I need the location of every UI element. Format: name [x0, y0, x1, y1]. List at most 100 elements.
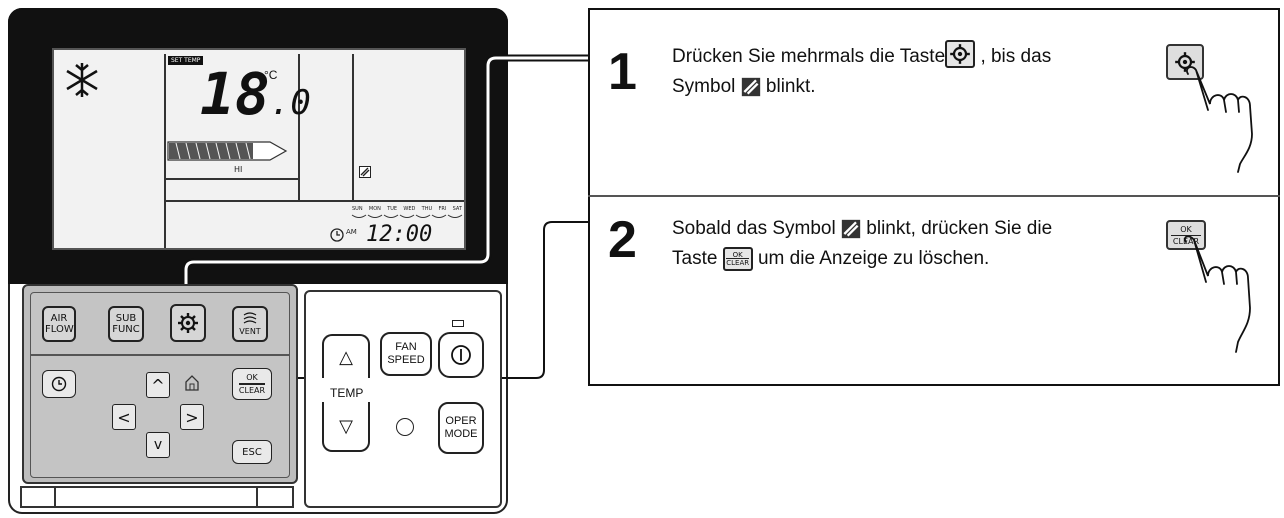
filter-symbol-icon: [841, 219, 861, 239]
ok-divider: [239, 383, 265, 385]
pressing-hand-icon: [1186, 66, 1253, 173]
main-control-panel: [304, 290, 502, 508]
controller-base-cover: [54, 486, 258, 508]
weekday: MON: [368, 206, 381, 212]
power-indicator: [452, 320, 464, 327]
fan-speed-label: FAN SPEED: [387, 341, 425, 366]
oper-mode-button[interactable]: OPER MODE: [438, 402, 484, 454]
weekday-brackets: [351, 214, 463, 218]
temperature-decimal: .0: [269, 83, 311, 123]
vent-icon: [243, 311, 257, 324]
sub-func-label: SUB FUNC: [112, 313, 140, 335]
fan-speed-bar: [167, 141, 288, 161]
settings-button[interactable]: [170, 304, 206, 342]
temperature-main: 18: [200, 60, 270, 128]
step-1-line-1: Drücken Sie mehrmals die Taste , bis das: [672, 39, 1162, 72]
clock-icon: [51, 376, 67, 392]
right-button[interactable]: >: [180, 404, 204, 430]
vent-label: VENT: [239, 326, 261, 336]
ok-label: OK: [246, 373, 258, 383]
down-button[interactable]: v: [146, 432, 170, 458]
sub-func-button[interactable]: SUB FUNC: [108, 306, 144, 342]
timer-button[interactable]: [42, 370, 76, 398]
weekday: SAT: [452, 206, 462, 212]
cooling-snowflake-icon: [66, 63, 98, 97]
panel-divider: [30, 354, 290, 356]
step-2-line-1: Sobald das Symbol blinkt, drücken Sie di…: [672, 214, 1162, 244]
step-2-line-1-before: Sobald das Symbol: [672, 218, 836, 239]
step-2-text: Sobald das Symbol blinkt, drücken Sie di…: [672, 214, 1162, 274]
temp-down-icon: ▽: [339, 415, 353, 436]
chevron-right-icon: >: [185, 407, 199, 427]
home-icon: [185, 375, 199, 391]
power-button[interactable]: [438, 332, 484, 378]
lcd-divider: [164, 178, 298, 180]
ok-clear-icon: OK CLEAR: [722, 246, 753, 271]
temp-label: TEMP: [330, 386, 364, 400]
sensor-icon: [396, 418, 414, 436]
vent-button[interactable]: VENT: [232, 306, 268, 342]
weekday: WED: [403, 206, 416, 212]
ok-label: OK: [1180, 224, 1192, 234]
am-label: AM: [346, 228, 357, 236]
temperature-unit: °C: [264, 68, 278, 82]
esc-button[interactable]: ESC: [232, 440, 272, 464]
clock-icon: [330, 228, 344, 242]
step-2-line-2-before: Taste: [672, 248, 718, 269]
step-1-line-2-before: Symbol: [672, 76, 736, 97]
temp-up-button[interactable]: △: [322, 334, 370, 378]
weekday: FRI: [438, 206, 447, 212]
esc-label: ESC: [242, 446, 262, 458]
ok-divider: [1171, 234, 1201, 236]
step-1-line-2-after: blinkt.: [765, 76, 816, 97]
filter-symbol-icon: [741, 77, 760, 97]
weekday: THU: [421, 206, 433, 212]
step-2-number: 2: [608, 211, 637, 269]
air-flow-label: AIR FLOW: [45, 313, 74, 335]
chevron-up-icon: ^: [151, 375, 165, 395]
left-button[interactable]: <: [112, 404, 136, 430]
gear-icon: [178, 313, 198, 333]
fan-speed-label: HI: [234, 165, 243, 174]
gear-icon: [1175, 52, 1195, 72]
filter-symbol-icon: [359, 166, 371, 178]
temperature-value: 18.0: [200, 64, 311, 124]
step-1-button-illustration: [1166, 44, 1204, 80]
step-1-number: 1: [608, 43, 637, 101]
weekday: TUE: [387, 206, 398, 212]
temp-down-button[interactable]: ▽: [322, 402, 370, 452]
controller-base: [20, 486, 294, 508]
chevron-down-icon: v: [153, 436, 163, 453]
step-1-text: Drücken Sie mehrmals die Taste , bis das…: [672, 39, 1162, 102]
clock-time: 12:00: [366, 222, 433, 247]
step-1-line-1-after: , bis das: [980, 46, 1052, 67]
weekday-strip: SUN MON TUE WED THU FRI SAT: [352, 206, 462, 212]
instruction-divider: [588, 195, 1280, 197]
lcd-divider: [298, 54, 300, 200]
temp-up-icon: △: [339, 346, 353, 367]
step-1-line-2: Symbol blinkt.: [672, 72, 1162, 102]
up-button[interactable]: ^: [146, 372, 170, 398]
clear-label: CLEAR: [726, 257, 750, 267]
oper-mode-label: OPER MODE: [444, 415, 478, 440]
lcd-divider: [164, 200, 464, 202]
step-2-button-illustration: OK CLEAR: [1166, 220, 1206, 250]
step-2-line-2-after: um die Anzeige zu löschen.: [757, 248, 990, 269]
lcd-display: SET TEMP 18.0 °C HI SUN MON TUE WED THU …: [52, 48, 466, 250]
step-2-line-1-after: blinkt, drücken Sie die: [866, 218, 1053, 239]
chevron-left-icon: <: [117, 407, 131, 427]
weekday: SUN: [352, 206, 363, 212]
step-2-line-2: Taste OK CLEAR um die Anzeige zu löschen…: [672, 244, 1162, 274]
pressing-hand-icon: [1184, 236, 1251, 353]
lcd-divider: [352, 54, 354, 200]
fan-speed-button[interactable]: FAN SPEED: [380, 332, 432, 376]
power-icon: [451, 345, 471, 365]
air-flow-button[interactable]: AIR FLOW: [42, 306, 76, 342]
ok-clear-button[interactable]: OK CLEAR: [232, 368, 272, 400]
set-temp-badge: SET TEMP: [168, 56, 204, 65]
gear-icon: [945, 39, 976, 68]
lcd-divider: [164, 54, 166, 248]
instruction-box: [588, 8, 1280, 386]
clear-label: CLEAR: [238, 385, 266, 395]
